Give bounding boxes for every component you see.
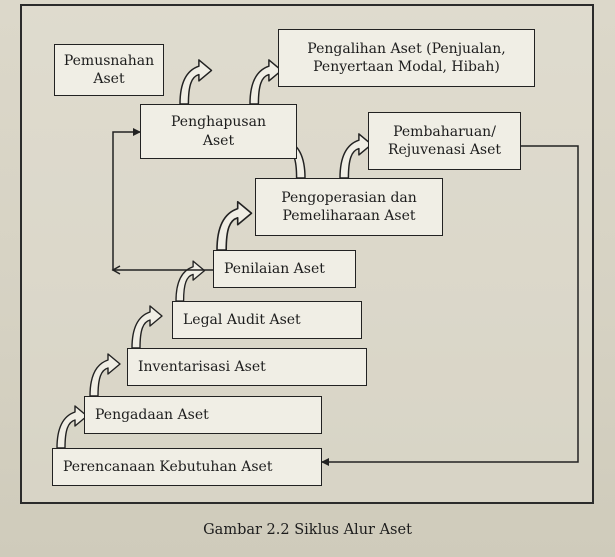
penghapusan-to-pengalihan-arrow (249, 59, 283, 105)
box-legal-audit: Legal Audit Aset (172, 301, 362, 339)
pembaharuan-to-perencanaan-line (321, 145, 579, 466)
box-pengadaan-label: Pengadaan Aset (95, 406, 209, 423)
box-perencanaan: Perencanaan Kebutuhan Aset (52, 448, 322, 486)
penghapusan-to-pemusnahan-arrow (179, 59, 213, 105)
box-pengalihan-label: Pengalihan Aset (Penjualan, Penyertaan M… (307, 40, 506, 75)
penilaian-to-penghapusan-line (112, 128, 213, 271)
penilaian-start-arrowhead (111, 265, 121, 275)
box-pemusnahan: Pemusnahan Aset (54, 44, 164, 96)
box-pembaharuan: Pembaharuan/ Rejuvenasi Aset (368, 112, 521, 170)
box-perencanaan-label: Perencanaan Kebutuhan Aset (63, 458, 273, 475)
box-pengadaan: Pengadaan Aset (84, 396, 322, 434)
box-penghapusan: Penghapusan Aset (140, 104, 297, 159)
box-pembaharuan-label: Pembaharuan/ Rejuvenasi Aset (387, 123, 502, 158)
perencanaan-to-pengadaan-arrow (56, 405, 88, 449)
penilaian-to-pengoperasian-arrow (216, 200, 253, 251)
legal-audit-to-penilaian-arrow (175, 260, 206, 302)
box-penghapusan-label: Penghapusan Aset (171, 114, 266, 149)
figure-caption: Gambar 2.2 Siklus Alur Aset (203, 522, 412, 538)
box-legal-audit-label: Legal Audit Aset (183, 311, 301, 328)
box-penilaian-label: Penilaian Aset (224, 260, 325, 277)
box-pengoperasian-label: Pengoperasian dan Pemeliharaan Aset (281, 189, 417, 224)
pengadaan-to-inventarisasi-arrow (89, 353, 121, 397)
box-inventarisasi: Inventarisasi Aset (127, 348, 367, 386)
box-pemusnahan-label: Pemusnahan Aset (63, 52, 155, 87)
inventarisasi-to-legal-audit-arrow (131, 305, 163, 349)
pengoperasian-to-pembaharuan-arrow (339, 133, 373, 179)
box-penilaian: Penilaian Aset (213, 250, 356, 288)
box-pengalihan: Pengalihan Aset (Penjualan, Penyertaan M… (278, 29, 535, 87)
box-inventarisasi-label: Inventarisasi Aset (138, 358, 266, 375)
box-pengoperasian: Pengoperasian dan Pemeliharaan Aset (255, 178, 443, 236)
